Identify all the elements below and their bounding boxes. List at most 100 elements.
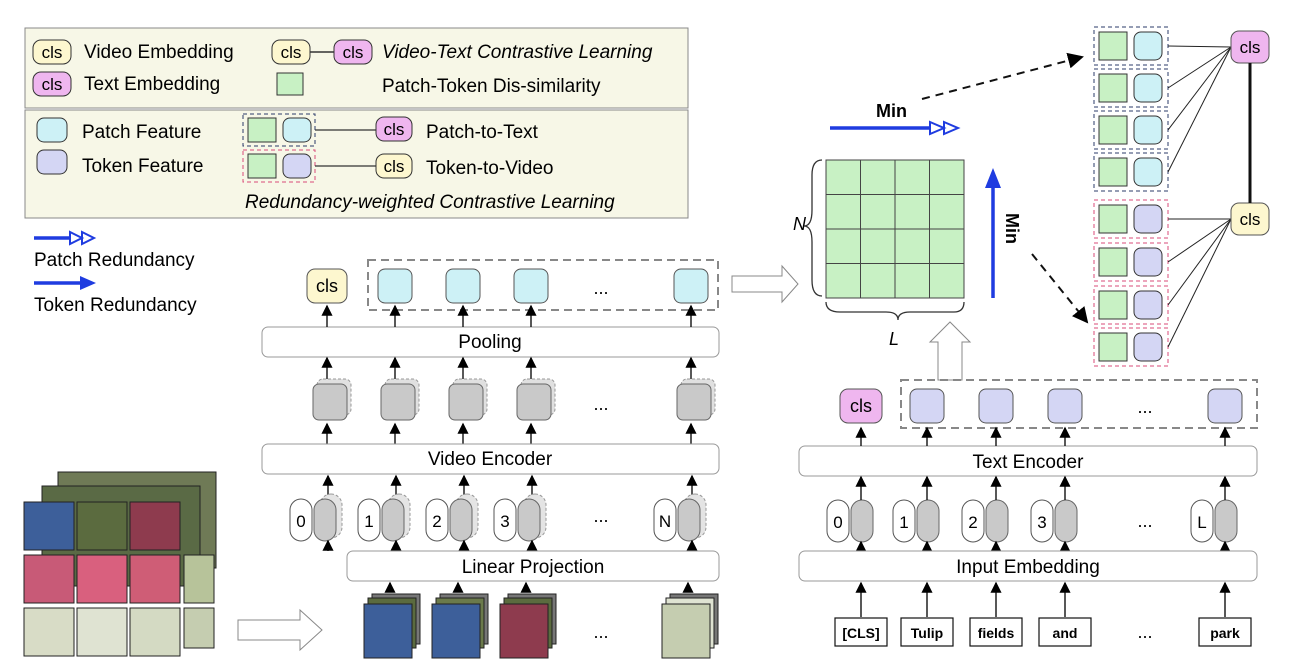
matrix-cell: [929, 194, 965, 230]
matrix-cell: [825, 263, 861, 299]
pair-link: [1167, 218, 1232, 306]
pair-dissim-cell: [1098, 73, 1128, 103]
pair-dissim-cell: [1098, 290, 1128, 320]
patch-feature: [445, 268, 481, 304]
min-vertical-label: Min: [1002, 213, 1022, 244]
position-id-chip: [653, 498, 677, 542]
patch-to-matrix-arrow: [731, 264, 799, 304]
patch-features: [377, 268, 709, 304]
legend-patch-feature-chip: [36, 117, 68, 143]
hidden-state: [448, 383, 484, 421]
pair-link: [1167, 46, 1232, 131]
legend-dissim-chip: [276, 72, 304, 96]
pair-link: [1167, 46, 1232, 89]
hidden-state: [516, 383, 552, 421]
matrix-cell: [825, 159, 861, 195]
pair-token-feature: [1133, 332, 1163, 362]
legend-cls-label: cls: [42, 43, 63, 62]
matrix-cell: [894, 263, 930, 299]
word-token: [1038, 617, 1092, 647]
patch-feature: [513, 268, 549, 304]
pair-link: [1167, 45, 1232, 48]
text-cls-label: cls: [850, 396, 872, 416]
position-id-chip: [826, 499, 850, 543]
position-id: 0: [833, 513, 842, 532]
text-to-matrix-arrow: [928, 321, 972, 381]
position-id-chip: [357, 498, 381, 542]
row-brace: [803, 159, 823, 297]
word-token-label: [CLS]: [842, 625, 879, 641]
matrix-cell: [929, 263, 965, 299]
pair-token-feature: [1133, 290, 1163, 320]
legend-cls-video-chip: [32, 39, 72, 65]
video-ellipsis: ...: [593, 506, 608, 526]
video-cls-label: cls: [316, 276, 338, 296]
pooling-block: [261, 326, 720, 358]
dissimilarity-matrix: N L Min Min: [793, 101, 1022, 381]
legend-cls-label: cls: [384, 120, 405, 139]
pair-dissim-cell: [1098, 247, 1128, 277]
patch-embed: [677, 498, 701, 542]
pair-dissim-cell: [1098, 204, 1128, 234]
position-id: 0: [296, 512, 305, 531]
text-ellipsis: ...: [1137, 622, 1152, 642]
matrix-col-label: L: [889, 329, 899, 349]
pair-patch-feature: [1133, 73, 1163, 103]
pair-token-feature: [1133, 247, 1163, 277]
pair-patch-feature: [1133, 157, 1163, 187]
hidden-state: [312, 383, 348, 421]
text-encoder-label: Text Encoder: [973, 452, 1085, 473]
legend-cls-label: cls: [281, 43, 302, 62]
matrix-cell: [825, 194, 861, 230]
token-embed: [1054, 499, 1078, 543]
legend-cls-label: cls: [384, 157, 405, 176]
word-token: [834, 617, 888, 647]
hidden-state: [676, 383, 712, 421]
text-ellipsis: ...: [1137, 511, 1152, 531]
position-id-chip: [289, 498, 313, 542]
token-features: [909, 388, 1243, 424]
matrix-cell: [929, 228, 965, 264]
patch-embed: [449, 498, 473, 542]
legend-vt-contrastive: Video-Text Contrastive Learning: [382, 42, 653, 63]
patch-embed: [313, 498, 337, 542]
panel-cls-text-label: cls: [1240, 38, 1261, 57]
position-id: 3: [1037, 513, 1046, 532]
frames-to-patches-arrow: [237, 608, 323, 652]
video-frame-stacks: [363, 581, 719, 659]
text-cls-token: [839, 388, 883, 424]
token-feature-group: [900, 379, 1258, 429]
matrix-cell: [894, 194, 930, 230]
word-token-label: Tulip: [911, 625, 943, 641]
video-cls-token: [306, 268, 348, 304]
token-redundancy-label: Token Redundancy: [34, 295, 197, 316]
token-embed: [850, 499, 874, 543]
matrix-cell: [860, 194, 896, 230]
position-id-chip: [961, 499, 985, 543]
position-id-chip: [1030, 499, 1054, 543]
redundancy-legend: Patch Redundancy Token Redundancy: [34, 230, 197, 316]
position-id: 1: [364, 512, 373, 531]
pair-dissim-cell: [1098, 31, 1128, 61]
position-id: 1: [899, 513, 908, 532]
position-id-chip: [425, 498, 449, 542]
matrix-cell: [929, 159, 965, 195]
video-patches-image: [23, 471, 217, 657]
legend-token-feature-chip: [36, 149, 68, 175]
matrix-cell: [825, 228, 861, 264]
video-ellipsis: ...: [593, 622, 608, 642]
position-id-chip: [493, 498, 517, 542]
legend-video-embedding: Video Embedding: [84, 42, 234, 63]
video-ellipsis: ...: [593, 394, 608, 414]
patch-embed: [517, 498, 541, 542]
matrix-cell: [860, 263, 896, 299]
token-embed: [916, 499, 940, 543]
pooling-label: Pooling: [458, 332, 521, 353]
token-embed: [1214, 499, 1238, 543]
input-embedding-block: [798, 550, 1258, 582]
word-token-label: park: [1210, 625, 1240, 641]
